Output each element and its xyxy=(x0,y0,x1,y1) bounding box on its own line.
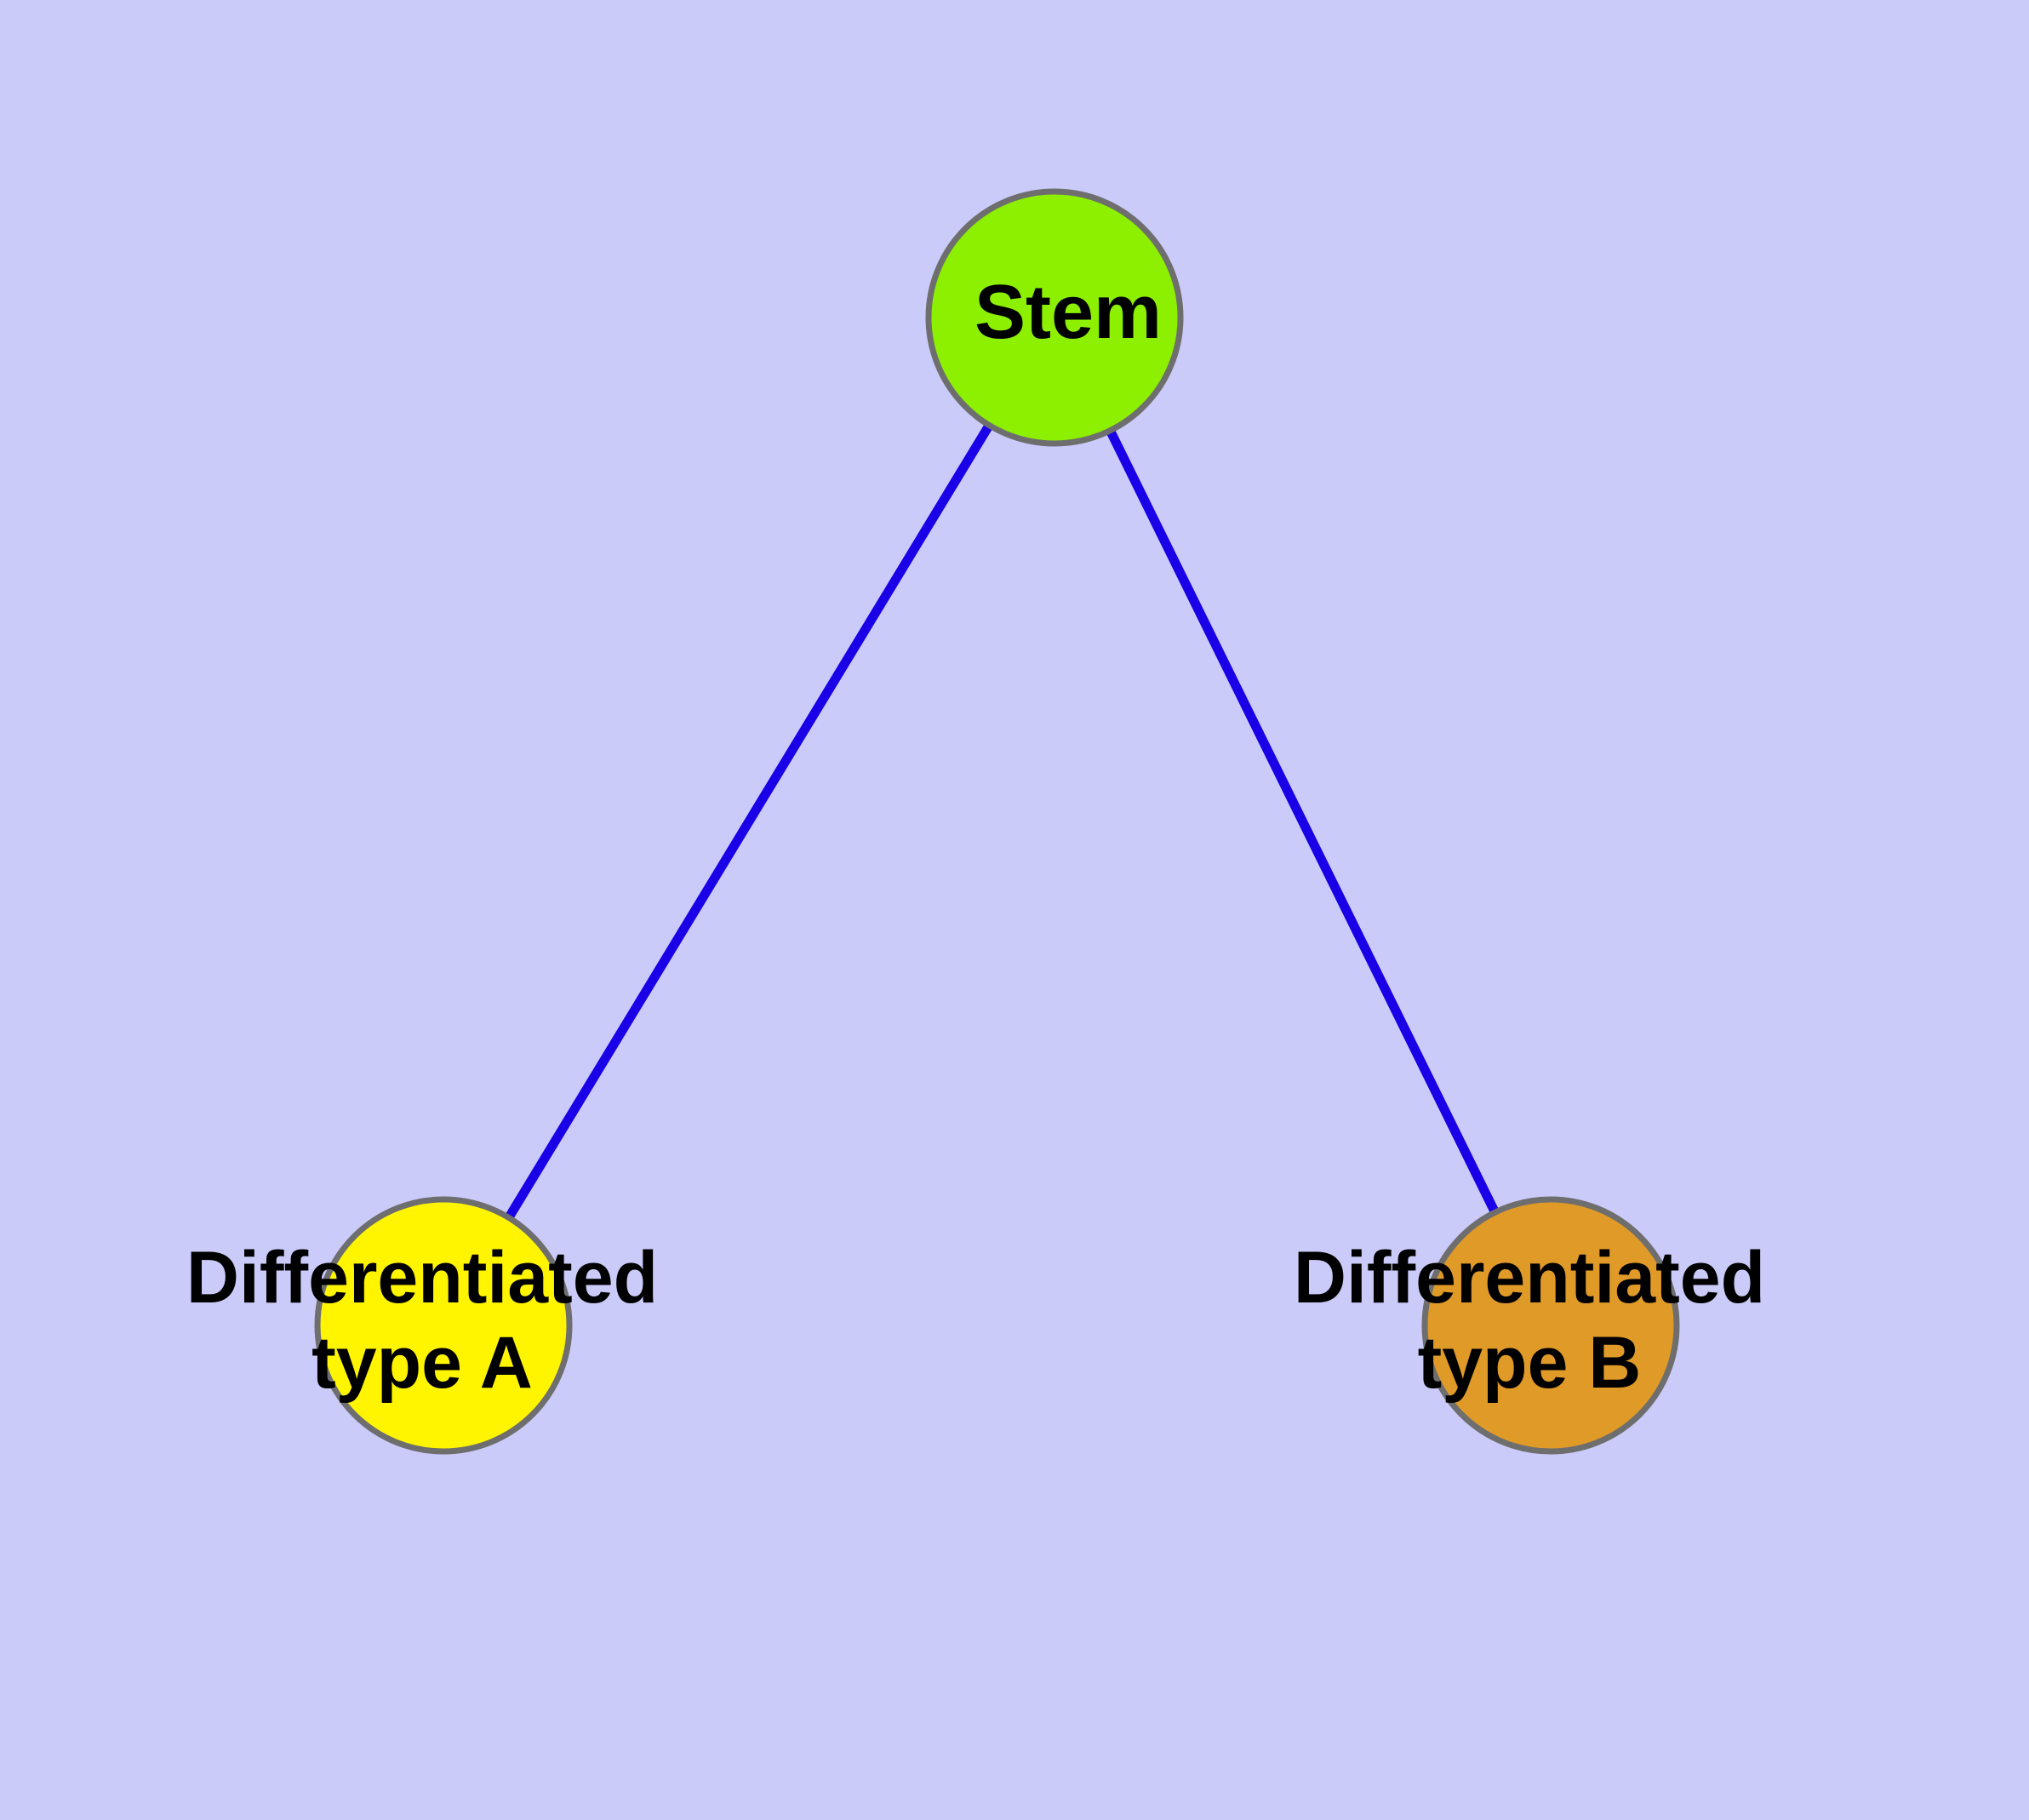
edge-stem-to-diff_b[interactable] xyxy=(1106,431,1499,1212)
node-label-line: type B xyxy=(1418,1322,1642,1404)
node-stem[interactable] xyxy=(925,188,1184,447)
node-label-line: Differentiated xyxy=(1294,1237,1765,1319)
node-diff_b[interactable] xyxy=(1421,1196,1680,1455)
node-label-line: type A xyxy=(311,1322,533,1404)
node-label-line: Differentiated xyxy=(186,1237,658,1319)
edge-layer xyxy=(506,425,1499,1218)
node-layer xyxy=(314,188,1680,1455)
node-label-stem: Stem xyxy=(974,270,1162,355)
edge-stem-to-diff_a[interactable] xyxy=(506,425,992,1218)
node-diff_a[interactable] xyxy=(314,1196,573,1455)
node-label-line: Stem xyxy=(974,270,1162,355)
